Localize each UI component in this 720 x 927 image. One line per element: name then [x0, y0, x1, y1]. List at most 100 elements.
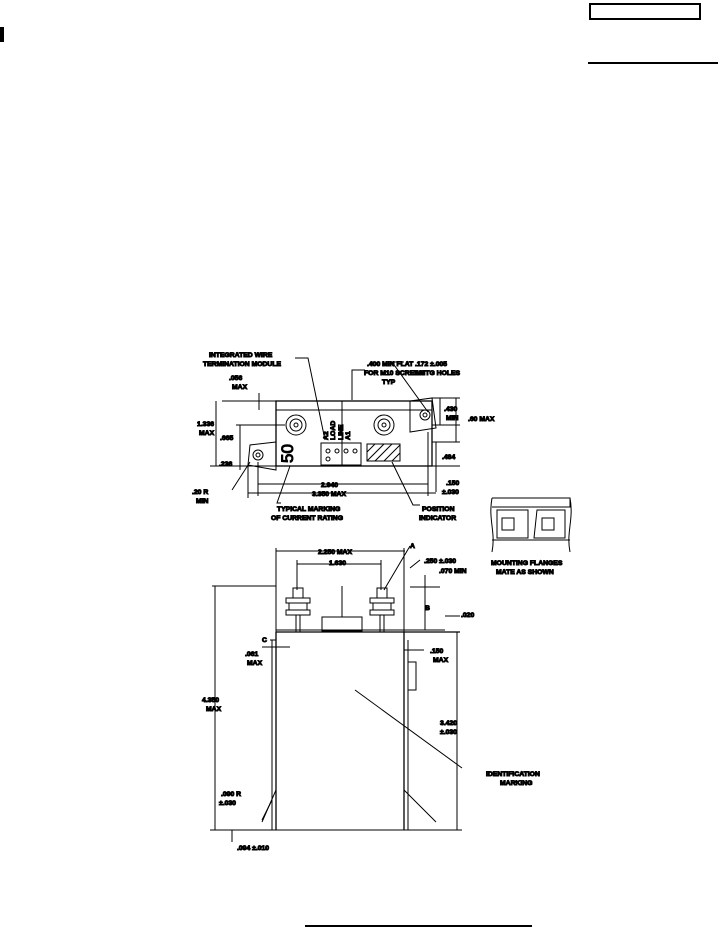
module-pin-3	[343, 448, 349, 454]
terminal-screw-right-inner	[377, 418, 391, 432]
label-typical-2: OF CURRENT RATING	[271, 515, 343, 522]
module-pin-5	[325, 456, 331, 462]
terminal-load-a2: A2	[323, 431, 330, 440]
leader-a	[383, 545, 411, 591]
dim-r090-value: .090 R	[221, 791, 241, 798]
terminal-screw-right-center	[381, 422, 387, 428]
right-mounting-hole	[419, 409, 431, 421]
terminal-screw-left-inner	[289, 418, 303, 432]
dim-250-value: .250 ±.030	[424, 558, 456, 565]
label-id-1: IDENTIFICATION	[486, 771, 540, 778]
identification-tab	[407, 661, 417, 691]
leader-position	[391, 461, 420, 506]
left-foot	[275, 790, 300, 831]
dim-484-value: .484	[442, 454, 455, 461]
label-a: A	[410, 543, 415, 550]
terminal-line-label: LINE	[338, 424, 345, 440]
label-flat-1: .400 MIN FLAT	[367, 361, 414, 368]
dim-056-value: .056	[229, 375, 242, 382]
dim-60-value: .60 MAX	[468, 416, 495, 423]
header-box	[589, 3, 701, 20]
module-pin-4	[352, 448, 358, 454]
header-rule	[588, 62, 718, 64]
dim-150-tol: ±.030	[442, 489, 459, 496]
right-terminal-stud	[369, 587, 395, 632]
dim-3420-value: 3.420	[440, 720, 457, 727]
label-flange-2: MATE AS SHOWN	[496, 569, 554, 576]
left-terminal-stud	[285, 587, 311, 632]
left-hole-center	[255, 452, 261, 458]
flange-detail: MOUNTING FLANGES MATE AS SHOWN	[490, 497, 572, 577]
dim-070-value: .070 MIN	[439, 568, 467, 575]
dim-2940-value: 2.940	[321, 482, 338, 489]
dim-150-value: .150	[446, 480, 459, 487]
leader-flat	[351, 369, 365, 400]
dim-r20-value: .20 R	[192, 489, 208, 496]
label-integrated-2: TERMINATION MODULE	[203, 361, 281, 368]
flange-right-slot	[541, 517, 555, 531]
side-module	[321, 616, 363, 632]
module-pin-1	[325, 448, 331, 454]
side-view: 2.250 MAX A .250 ±.030 1.630 .070 MIN B …	[202, 543, 541, 853]
dim-236-value: .236	[219, 461, 232, 468]
dim-061-value: .061	[245, 651, 258, 658]
left-mounting-hole	[252, 449, 264, 461]
terminal-load-label: LOAD	[330, 421, 337, 440]
label-flat-3: TYP	[382, 379, 396, 386]
terminal-screw-left-center	[293, 422, 299, 428]
dim-3420-tol: ±.030	[440, 729, 457, 736]
flange-right-break	[568, 497, 572, 553]
terminal-screw-left	[285, 414, 307, 436]
dim-665-value: .665	[220, 435, 233, 442]
dim-430-value: .430	[444, 406, 457, 413]
left-margin-mark	[0, 27, 4, 42]
dim-2250-value: 2.250 MAX	[318, 549, 352, 556]
dim-094-value: .094 ±.010	[237, 845, 269, 852]
label-flange-1: MOUNTING FLANGES	[491, 560, 563, 567]
position-indicator	[366, 443, 401, 462]
termination-module	[320, 442, 362, 466]
leader-typical	[276, 465, 291, 504]
label-position-2: INDICATOR	[419, 515, 456, 522]
dim-1336-value: 1.336	[197, 421, 214, 428]
flange-left-plate	[496, 509, 529, 539]
label-position-1: POSITION	[422, 506, 455, 513]
flange-left-break	[490, 497, 494, 553]
label-holes-2: 2 MTG HOLES	[414, 370, 461, 377]
flange-right-plate	[533, 509, 566, 539]
top-body-outline	[275, 400, 433, 467]
dim-r090-tol: ±.030	[219, 800, 236, 807]
right-hole-center	[422, 412, 428, 418]
dim-430-min: MIN	[446, 415, 459, 422]
label-b: B	[425, 605, 430, 612]
label-flat-2: FOR M10 SCREWS	[364, 370, 426, 377]
dim-056-max: MAX	[232, 384, 248, 391]
module-pin-2	[334, 448, 340, 454]
dim-061-max: MAX	[247, 660, 263, 667]
leader-250	[409, 559, 421, 569]
flange-top-break	[492, 497, 571, 508]
top-view: A2 LOAD LINE A1 50 INTEGRATED WI	[192, 352, 496, 523]
dim-150max-value: .150	[430, 648, 443, 655]
dim-150max-max: MAX	[433, 657, 449, 664]
leader-integrated	[295, 357, 326, 441]
leader-radius	[231, 461, 251, 491]
dim-3350-value: 3.350 MAX	[312, 491, 346, 498]
leader-identification	[354, 689, 463, 769]
leader-r090	[261, 799, 273, 821]
label-holes-1: .172 ±.005	[415, 361, 447, 368]
right-flange	[409, 397, 437, 433]
dim-020-value: .020	[461, 612, 474, 619]
dim-4350-value: 4.350	[202, 697, 219, 704]
dim-1630-value: 1.630	[329, 560, 346, 567]
flange-left-slot	[501, 517, 515, 531]
terminal-line-a1: A1	[345, 431, 352, 440]
current-rating-marking: 50	[278, 444, 297, 463]
right-foot-gusset	[403, 789, 437, 823]
dim-4350-max: MAX	[206, 706, 222, 713]
leader-holes	[391, 361, 429, 413]
terminal-screw-right	[373, 414, 395, 436]
label-id-2: MARKING	[500, 780, 532, 787]
label-c: C	[262, 637, 267, 644]
label-integrated-1: INTEGRATED WIRE	[209, 352, 273, 359]
